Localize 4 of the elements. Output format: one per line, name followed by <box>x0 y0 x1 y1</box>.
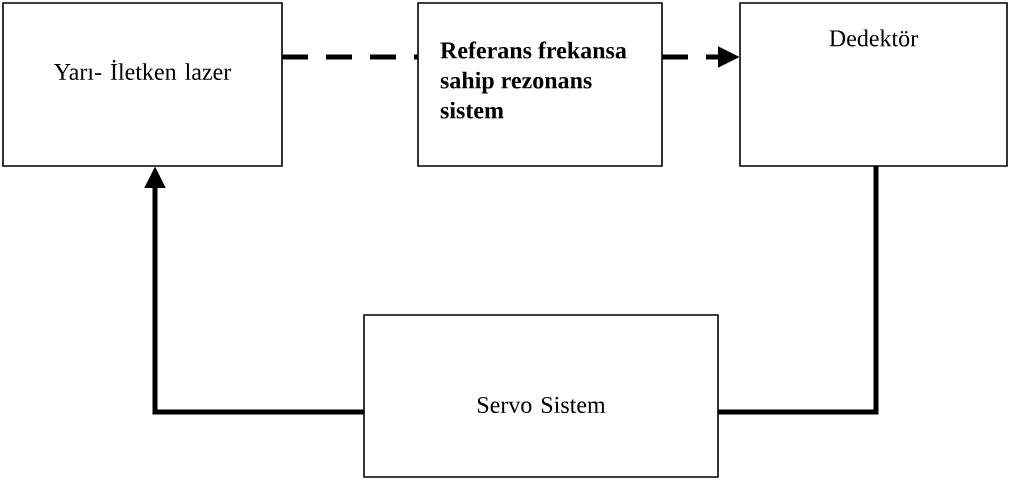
process-box: Dedektör <box>739 2 1008 167</box>
process-box: Referans frekansa sahip rezonans sistem <box>417 2 663 167</box>
process-box: Yarı- İletken lazer <box>2 2 283 167</box>
process-box: Servo Sistem <box>363 314 719 478</box>
